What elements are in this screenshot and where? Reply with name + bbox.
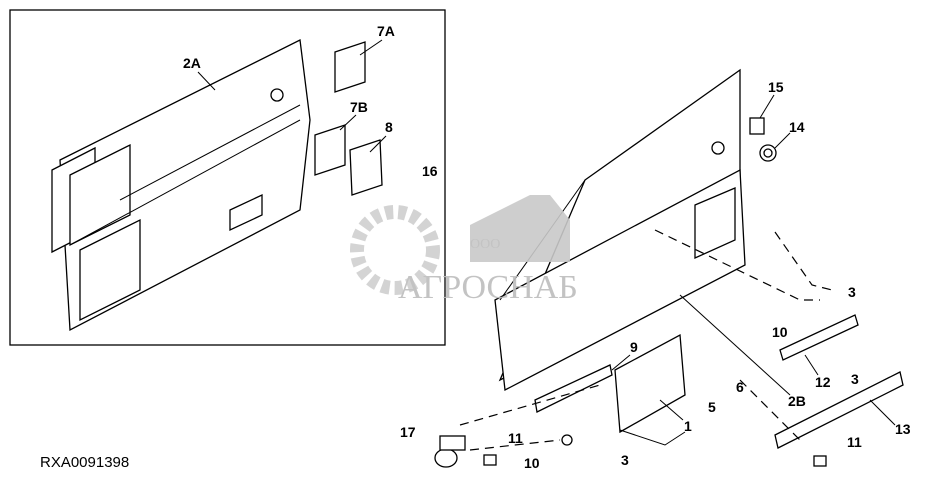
callout-17: 17: [400, 424, 416, 440]
callout-16: 16: [422, 163, 438, 179]
callout-10-left: 10: [524, 455, 540, 471]
callout-7b: 7B: [350, 99, 368, 115]
watermark-name: АГРОСНАБ: [398, 269, 578, 306]
clip-8: [349, 139, 383, 196]
callout-5: 5: [708, 399, 716, 415]
callout-8: 8: [385, 119, 393, 135]
figure-code: RXA0091398: [40, 454, 129, 471]
connector-7a: [334, 41, 366, 93]
bolt-11-left: [483, 454, 497, 466]
clip-15: [749, 117, 765, 135]
watermark-prefix: ООО: [470, 237, 500, 252]
callout-1: 1: [684, 418, 692, 434]
panel-2a: [51, 39, 311, 332]
clamp-17: [434, 435, 466, 468]
callout-13: 13: [895, 421, 911, 437]
inset-frame: [9, 9, 446, 346]
callout-6: 6: [736, 379, 744, 395]
bracket-13: [774, 371, 904, 449]
grommet-14: [759, 144, 777, 162]
callout-3-top: 3: [848, 284, 856, 300]
washer-10: [561, 434, 573, 446]
cover-1: [614, 333, 686, 434]
callout-11-left: 11: [508, 430, 523, 446]
callout-2b: 2B: [788, 393, 806, 409]
bracket-12: [779, 314, 859, 361]
bracket-9: [534, 364, 613, 413]
callout-3-bottom: 3: [621, 452, 629, 468]
callout-14: 14: [789, 119, 805, 135]
callout-7a: 7A: [377, 23, 395, 39]
callout-12: 12: [815, 374, 831, 390]
panel-2b: [494, 68, 746, 392]
callout-2a: 2A: [183, 55, 201, 71]
callout-15: 15: [768, 79, 784, 95]
bolt-11-right: [813, 455, 827, 467]
watermark-logo: ООО АГРОСНАБ: [350, 195, 578, 306]
connector-7b: [314, 124, 346, 176]
callout-3-mid: 3: [851, 371, 859, 387]
callout-11-right: 11: [847, 434, 862, 450]
callout-9: 9: [630, 339, 638, 355]
callout-10-right: 10: [772, 324, 788, 340]
